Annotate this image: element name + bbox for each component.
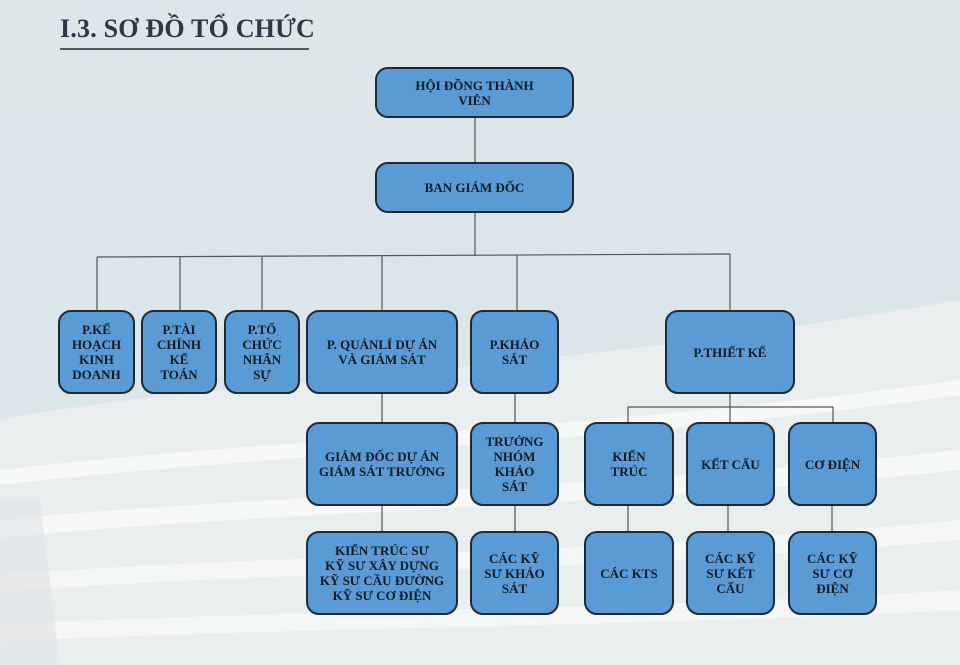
structure-box: KẾT CẤU [686, 422, 775, 506]
mep-box: CƠ ĐIỆN [788, 422, 877, 506]
board-of-members-box: HỘI ĐỒNG THÀNH VIÊN [375, 67, 574, 118]
page-title: I.3. SƠ ĐỒ TỔ CHỨC [60, 14, 315, 43]
dept-finance-accounting-box: P.TÀI CHÍNH KẾ TOÁN [141, 310, 217, 394]
connector-departments-bus [96, 253, 731, 258]
structural-engineers-box: CÁC KỸ SƯ KẾT CẤU [686, 531, 775, 615]
engineers-list-box: KIẾN TRÚC SƯ KỸ SƯ XÂY DỰNG KỸ SƯ CẦU ĐƯ… [306, 531, 458, 615]
architecture-box: KIẾN TRÚC [584, 422, 674, 506]
dept-design-box: P.THIẾT KẾ [665, 310, 795, 394]
title-underline [60, 48, 309, 50]
mep-engineers-box: CÁC KỸ SƯ CƠ ĐIỆN [788, 531, 877, 615]
dept-project-management-box: P. QUẢNLÍ DỰ ÁN VÀ GIÁM SÁT [306, 310, 458, 394]
board-of-directors-box: BAN GIÁM ĐỐC [375, 162, 574, 213]
project-director-box: GIÁM ĐỐC DỰ ÁN GIÁM SÁT TRƯỞNG [306, 422, 458, 506]
survey-engineers-box: CÁC KỸ SƯ KHẢO SÁT [470, 531, 559, 615]
dept-survey-box: P.KHẢO SÁT [470, 310, 559, 394]
survey-team-lead-box: TRƯỞNG NHÓM KHẢO SÁT [470, 422, 559, 506]
dept-business-planning-box: P.KẾ HOẠCH KINH DOANH [58, 310, 135, 394]
architects-box: CÁC KTS [584, 531, 674, 615]
dept-hr-box: P.TỔ CHỨC NHÂN SỰ [224, 310, 300, 394]
